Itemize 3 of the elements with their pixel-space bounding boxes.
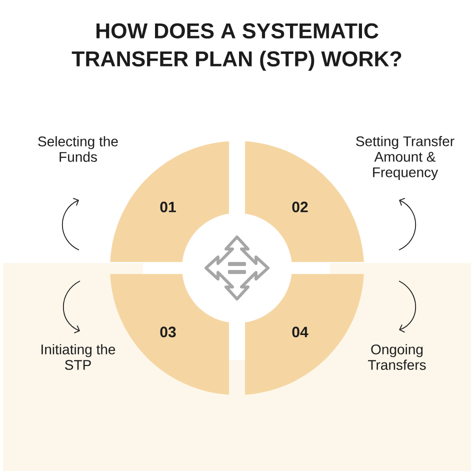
step-label: Ongoing Transfers [368,344,426,370]
quadrant-segment: 04 [245,274,364,395]
title: HOW DOES A SYSTEMATIC TRANSFER PLAN (STP) WORK? [72,23,402,71]
